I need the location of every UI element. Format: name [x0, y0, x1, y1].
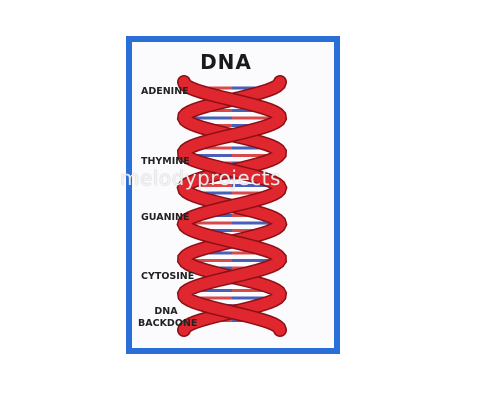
- label-guanine: GUANINE: [141, 212, 190, 223]
- backbone-strand: [178, 76, 286, 336]
- label-thymine: THYMINE: [141, 156, 190, 167]
- label-adenine: ADENINE: [141, 86, 189, 97]
- label-dna-backbone: DNA BACKDONE: [138, 306, 198, 329]
- poster-title: DNA: [200, 50, 252, 74]
- watermark-text: melodyprojects: [120, 166, 281, 190]
- label-cytosine: CYTOSINE: [141, 271, 195, 282]
